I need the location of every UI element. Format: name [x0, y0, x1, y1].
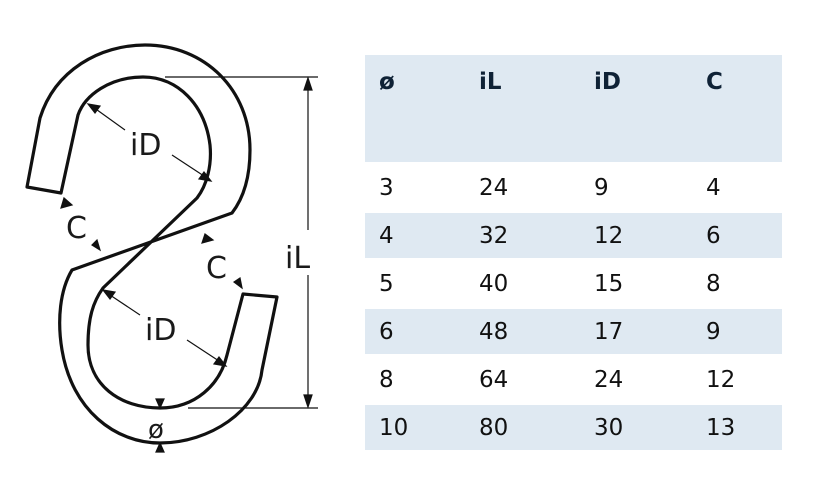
- table-header-row: ø iL iD C: [365, 55, 782, 162]
- cell-wire-diameter: 8: [379, 366, 394, 393]
- label-il: iL: [285, 241, 310, 276]
- cell-id: 12: [594, 213, 706, 258]
- cell-c: 6: [706, 213, 782, 258]
- dimension-lines: [60, 76, 318, 453]
- cell-il: 48: [479, 309, 594, 354]
- cell-c: 4: [706, 174, 721, 201]
- s-hook-diagram: iD iD C C iL ø: [25, 43, 318, 453]
- cell-id: 24: [594, 366, 624, 393]
- cell-wire-diameter: 5: [379, 270, 394, 297]
- cell-id: 15: [594, 270, 624, 297]
- cell-id: 17: [594, 309, 706, 354]
- header-c: C: [706, 55, 782, 162]
- cell-il: 40: [479, 270, 509, 297]
- cell-c: 12: [706, 366, 736, 393]
- table-row: 3 24 9 4: [365, 165, 782, 210]
- label-c-right: C: [206, 251, 227, 286]
- header-il: iL: [479, 55, 594, 162]
- s-hook-outline: [25, 43, 279, 445]
- label-id-bottom: iD: [145, 313, 176, 348]
- header-wire-diameter: ø: [365, 55, 479, 162]
- cell-c: 13: [706, 405, 782, 450]
- header-id: iD: [594, 55, 706, 162]
- label-c-left: C: [66, 211, 87, 246]
- cell-c: 8: [706, 270, 721, 297]
- cell-il: 32: [479, 213, 594, 258]
- cell-id: 9: [594, 174, 609, 201]
- cell-il: 80: [479, 405, 594, 450]
- cell-c: 9: [706, 309, 782, 354]
- cell-wire-diameter: 6: [365, 309, 479, 354]
- cell-wire-diameter: 3: [379, 174, 394, 201]
- table-row: 5 40 15 8: [365, 261, 782, 306]
- cell-il: 24: [479, 174, 509, 201]
- cell-wire-diameter: 10: [365, 405, 479, 450]
- label-wire-diameter: ø: [148, 415, 164, 445]
- table-row: 8 64 24 12: [365, 357, 782, 402]
- label-id-top: iD: [130, 128, 161, 163]
- cell-id: 30: [594, 405, 706, 450]
- cell-il: 64: [479, 366, 509, 393]
- cell-wire-diameter: 4: [365, 213, 479, 258]
